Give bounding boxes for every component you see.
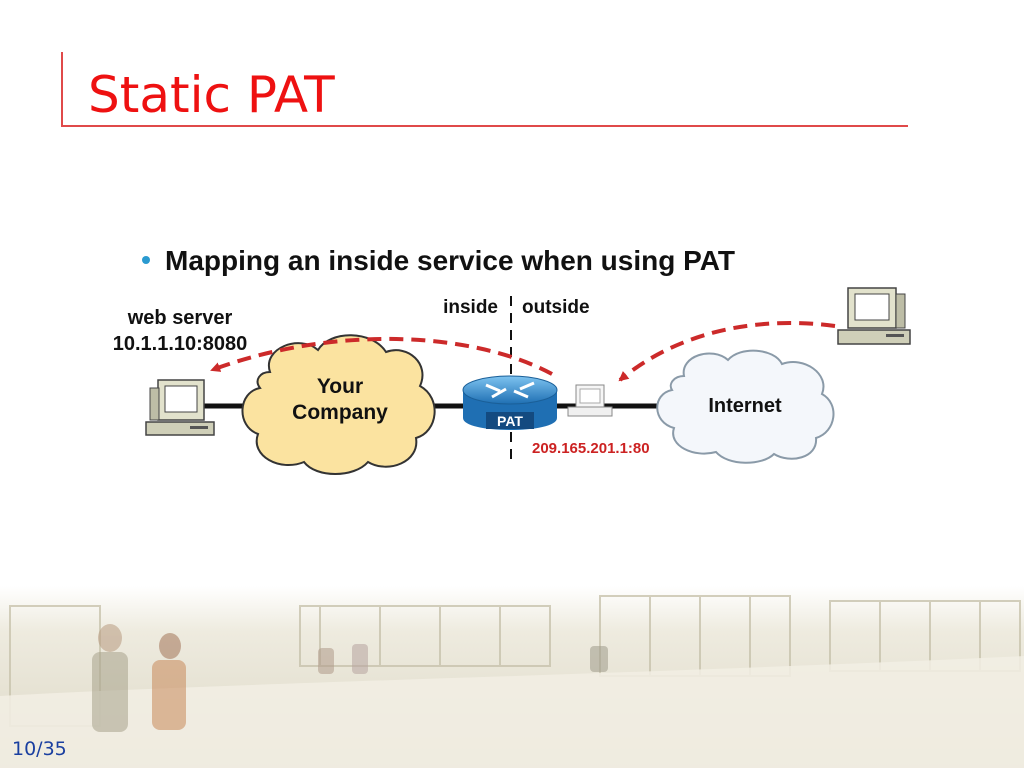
title-accent-vertical <box>61 52 63 127</box>
internet-cloud-label: Internet <box>708 395 782 417</box>
web-server-address: 10.1.1.10:8080 <box>113 333 248 355</box>
company-cloud-line1: Your <box>317 375 363 398</box>
outside-interface-host-icon <box>567 384 613 417</box>
network-diagram: Mapping an inside service when using PAT… <box>113 245 911 475</box>
remote-client-computer-icon <box>837 287 911 345</box>
router-label: PAT <box>497 413 523 429</box>
inside-label: inside <box>443 297 498 318</box>
outside-label: outside <box>522 297 590 318</box>
pat-router-icon <box>462 375 558 430</box>
office-background-image <box>0 586 1024 768</box>
bullet-dot <box>142 256 150 264</box>
web-server-computer-icon <box>145 379 215 436</box>
web-server-label: web server <box>127 307 233 329</box>
company-cloud <box>241 334 436 475</box>
slide-title: Static PAT <box>88 66 335 124</box>
translated-request-arrow <box>210 336 553 376</box>
title-underline <box>61 125 908 127</box>
company-cloud-line2: Company <box>292 401 388 424</box>
bullet-text: Mapping an inside service when using PAT <box>165 245 735 276</box>
page-number: 10/35 <box>12 738 67 760</box>
incoming-request-arrow <box>618 320 836 382</box>
internet-cloud <box>656 349 835 464</box>
outside-address: 209.165.201.1:80 <box>532 440 650 457</box>
